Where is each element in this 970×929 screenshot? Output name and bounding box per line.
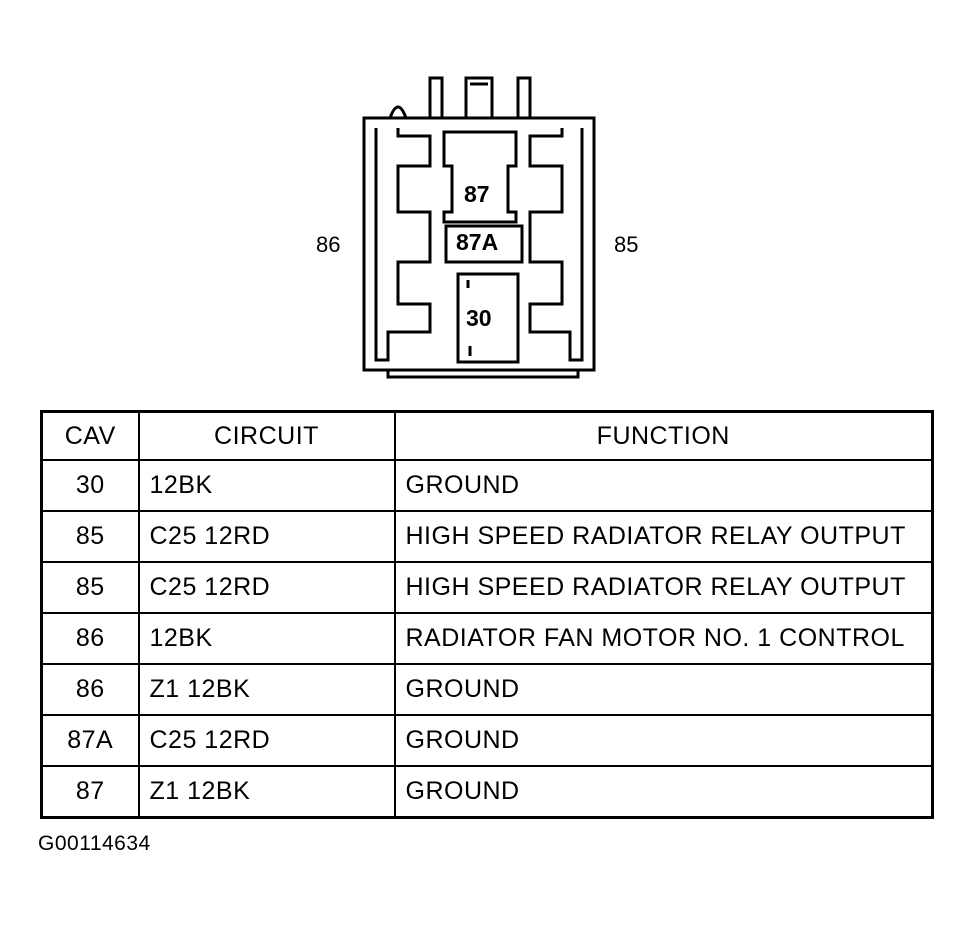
cell-cav: 86 bbox=[40, 663, 140, 716]
table-row: 30 12BK GROUND bbox=[40, 459, 934, 512]
cell-cav: 87A bbox=[40, 714, 140, 767]
header-function: FUNCTION bbox=[393, 410, 934, 461]
connector-housing-outer bbox=[362, 116, 596, 372]
pin-label-85: 85 bbox=[614, 232, 638, 257]
cavity-87-outline bbox=[442, 130, 518, 224]
cell-cav: 87 bbox=[40, 765, 140, 819]
cell-cav: 85 bbox=[40, 561, 140, 614]
header-circuit: CIRCUIT bbox=[137, 410, 396, 461]
table-row: 85 C25 12RD HIGH SPEED RADIATOR RELAY OU… bbox=[40, 510, 934, 563]
connector-top-tab-left bbox=[428, 76, 444, 118]
table-row: 86 Z1 12BK GROUND bbox=[40, 663, 934, 716]
cell-circuit: 12BK bbox=[137, 459, 396, 512]
connector-right-channel bbox=[528, 128, 584, 362]
cavity-label-87a: 87A bbox=[456, 229, 498, 255]
cell-cav: 86 bbox=[40, 612, 140, 665]
connector-top-tab-right bbox=[516, 76, 532, 118]
cell-function: GROUND bbox=[393, 714, 934, 767]
cell-circuit: C25 12RD bbox=[137, 714, 396, 767]
cell-function: GROUND bbox=[393, 663, 934, 716]
cavity-87a-outline bbox=[444, 224, 524, 264]
cavity-label-30: 30 bbox=[466, 305, 492, 331]
header-cav: CAV bbox=[40, 410, 140, 461]
figure-id-caption: G00114634 bbox=[38, 832, 151, 855]
table-row: 87 Z1 12BK GROUND bbox=[40, 765, 934, 819]
table-row: 85 C25 12RD HIGH SPEED RADIATOR RELAY OU… bbox=[40, 561, 934, 614]
cell-cav: 30 bbox=[40, 459, 140, 512]
pinout-table: CAV CIRCUIT FUNCTION 30 12BK GROUND 85 C… bbox=[40, 410, 934, 819]
cell-circuit: 12BK bbox=[137, 612, 396, 665]
cell-cav: 85 bbox=[40, 510, 140, 563]
connector-left-channel bbox=[374, 128, 432, 362]
pin-label-86: 86 bbox=[316, 232, 340, 257]
cell-function: HIGH SPEED RADIATOR RELAY OUTPUT bbox=[393, 510, 934, 563]
connector-latch bbox=[464, 76, 494, 118]
relay-connector-diagram: 86 85 87 87A 30 bbox=[316, 76, 638, 379]
cell-circuit: Z1 12BK bbox=[137, 663, 396, 716]
cell-function: GROUND bbox=[393, 459, 934, 512]
table-row: 86 12BK RADIATOR FAN MOTOR NO. 1 CONTROL bbox=[40, 612, 934, 665]
table-header-row: CAV CIRCUIT FUNCTION bbox=[40, 410, 934, 461]
table-row: 87A C25 12RD GROUND bbox=[40, 714, 934, 767]
cell-function: HIGH SPEED RADIATOR RELAY OUTPUT bbox=[393, 561, 934, 614]
cell-circuit: Z1 12BK bbox=[137, 765, 396, 819]
cell-function: GROUND bbox=[393, 765, 934, 819]
cavity-30-outline bbox=[456, 272, 520, 364]
cell-circuit: C25 12RD bbox=[137, 510, 396, 563]
cell-function: RADIATOR FAN MOTOR NO. 1 CONTROL bbox=[393, 612, 934, 665]
cavity-label-87: 87 bbox=[464, 181, 490, 207]
cell-circuit: C25 12RD bbox=[137, 561, 396, 614]
connector-left-bump bbox=[388, 105, 408, 119]
